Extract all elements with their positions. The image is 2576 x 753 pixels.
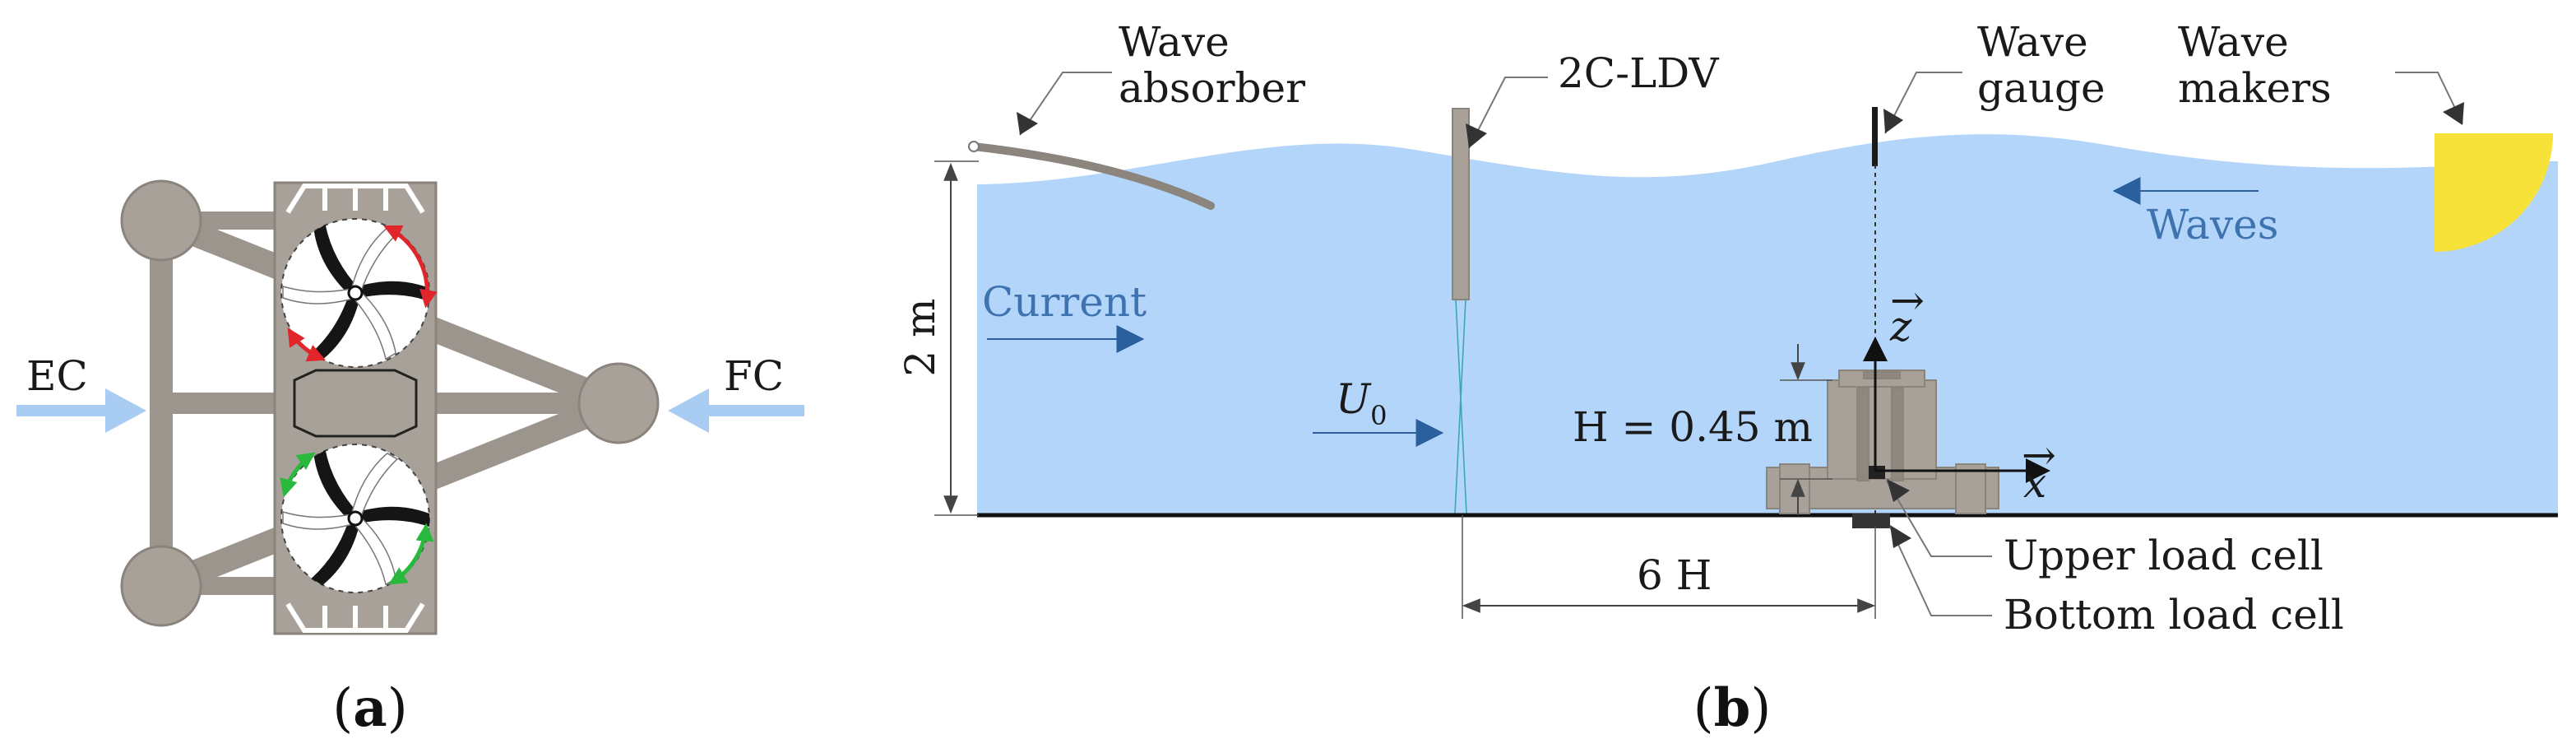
depth-label: 2 m <box>897 298 944 376</box>
bottom-load-cell <box>1852 514 1890 528</box>
panel-a-top-view: EC FC (a) <box>16 179 804 739</box>
bottom-load-cell-label: Bottom load cell <box>2004 591 2344 639</box>
distance-dimension <box>1462 515 1876 619</box>
ec-flow-arrow <box>16 388 146 433</box>
fc-flow-arrow <box>668 388 804 433</box>
callout-wave-makers <box>2395 72 2464 125</box>
fc-label: FC <box>724 352 784 400</box>
wave-maker <box>2435 133 2553 252</box>
callout-upper-load-cell <box>1886 479 1992 557</box>
buoy-front <box>577 362 660 444</box>
ldv-probe <box>1452 108 1470 300</box>
buoy-bottom-left <box>120 545 202 627</box>
end-grate-top <box>285 184 425 214</box>
lower-rotor-arrow-b <box>388 523 434 585</box>
callout-ldv <box>1466 77 1548 149</box>
u0-label: U0 <box>1336 375 1388 431</box>
panel-a-caption: (a) <box>332 677 407 739</box>
callout-bottom-load-cell <box>1889 525 1992 616</box>
upper-load-cell <box>1869 466 1885 479</box>
ec-label: EC <box>26 352 88 400</box>
buoy-top-left <box>120 179 202 262</box>
end-grate-bottom <box>285 602 425 633</box>
depth-dimension <box>934 160 979 516</box>
distance-label: 6 H <box>1637 551 1712 599</box>
lower-rotor-arrow-a <box>280 452 316 498</box>
panel-b-caption: (b) <box>1693 677 1772 739</box>
z-axis-label: z <box>1889 303 1912 351</box>
z-vector-mark: → <box>1890 277 1925 324</box>
x-axis-label: x <box>2023 459 2046 507</box>
wave-absorber <box>968 141 1215 210</box>
upper-load-cell-label: Upper load cell <box>2004 532 2323 579</box>
central-hull <box>293 369 418 438</box>
height-dimension <box>1780 344 1832 515</box>
upper-rotor-arrow-b <box>287 328 327 362</box>
ldv-label: 2C-LDV <box>1558 49 1719 97</box>
callout-wave-absorber <box>1017 72 1112 136</box>
waves-label: Waves <box>2147 201 2278 249</box>
water-body <box>977 134 2558 514</box>
callout-wave-gauge <box>1883 72 1962 134</box>
current-label: Current <box>982 278 1147 326</box>
ldv-beams <box>1454 299 1467 514</box>
x-vector-mark: → <box>2022 431 2056 479</box>
height-label: H = 0.45 m <box>1573 403 1813 451</box>
wave-gauge <box>1872 107 1878 166</box>
upper-rotor-arrow-a <box>383 225 438 309</box>
